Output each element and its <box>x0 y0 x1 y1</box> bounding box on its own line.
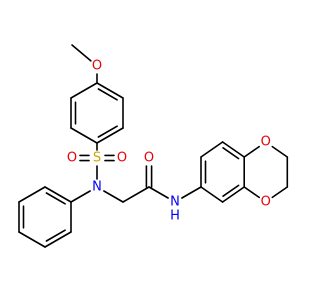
single-bond <box>71 44 92 62</box>
double-bond <box>221 186 245 203</box>
single-bond <box>271 145 289 158</box>
atom-label-o-sulfonyl-left: O <box>67 151 77 166</box>
double-bond <box>45 229 66 242</box>
single-bond <box>70 190 91 203</box>
atom-label-o-carbonyl: O <box>144 151 154 166</box>
double-bond <box>44 231 72 248</box>
atom-label-nh-amide: N <box>170 195 180 210</box>
single-bond <box>243 186 261 199</box>
double-bond <box>97 88 118 101</box>
single-bond <box>271 186 289 199</box>
atom-label-o-methoxy: O <box>92 59 102 74</box>
atom-label-n-sulfonamide: N <box>92 180 102 195</box>
atom-label-h-amide: H <box>170 209 180 224</box>
single-bond <box>122 186 150 203</box>
double-bond <box>44 186 72 203</box>
double-bond <box>222 184 240 197</box>
atom-label-s-sulfonyl: S <box>93 151 101 166</box>
double-bond <box>222 147 240 160</box>
single-bond <box>243 145 261 158</box>
double-bond <box>97 125 118 138</box>
single-bond <box>70 82 98 99</box>
double-bond <box>96 127 124 144</box>
single-bond <box>18 231 46 248</box>
double-bond <box>221 141 245 158</box>
single-bond <box>18 186 46 203</box>
single-bond <box>148 186 169 199</box>
single-bond <box>200 141 224 158</box>
atom-label-o-dioxane-top: O <box>261 135 271 150</box>
single-bond <box>181 186 202 199</box>
atom-label-o-sulfonyl-right: O <box>117 151 127 166</box>
single-bond <box>70 127 98 144</box>
atom-label-o-dioxane-bottom: O <box>261 195 271 210</box>
double-bond <box>45 192 66 205</box>
bond-layer <box>18 44 289 248</box>
single-bond <box>200 186 224 203</box>
double-bond <box>96 82 124 99</box>
single-bond <box>103 190 124 203</box>
